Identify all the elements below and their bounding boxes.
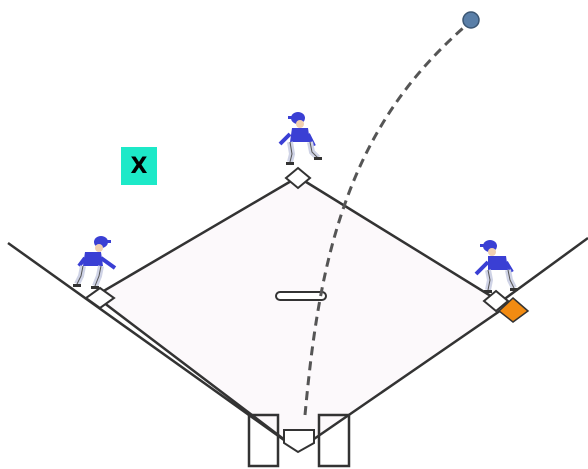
second-base <box>284 166 312 190</box>
x-marker-label: X <box>121 147 157 185</box>
first-base <box>482 289 510 313</box>
batter-box-left <box>247 413 280 468</box>
ball-icon <box>462 11 480 29</box>
fielder-second-base-icon <box>278 112 322 165</box>
third-base <box>84 286 116 310</box>
batter-box-right <box>317 413 351 468</box>
fielder-first-base-icon <box>474 240 518 293</box>
fielder-third-base-icon <box>73 236 117 289</box>
bat-icon <box>275 291 327 301</box>
home-plate <box>283 429 315 454</box>
ball-flight-path <box>303 20 471 416</box>
highlighted-base <box>497 296 530 323</box>
infield-diamond <box>92 175 510 452</box>
